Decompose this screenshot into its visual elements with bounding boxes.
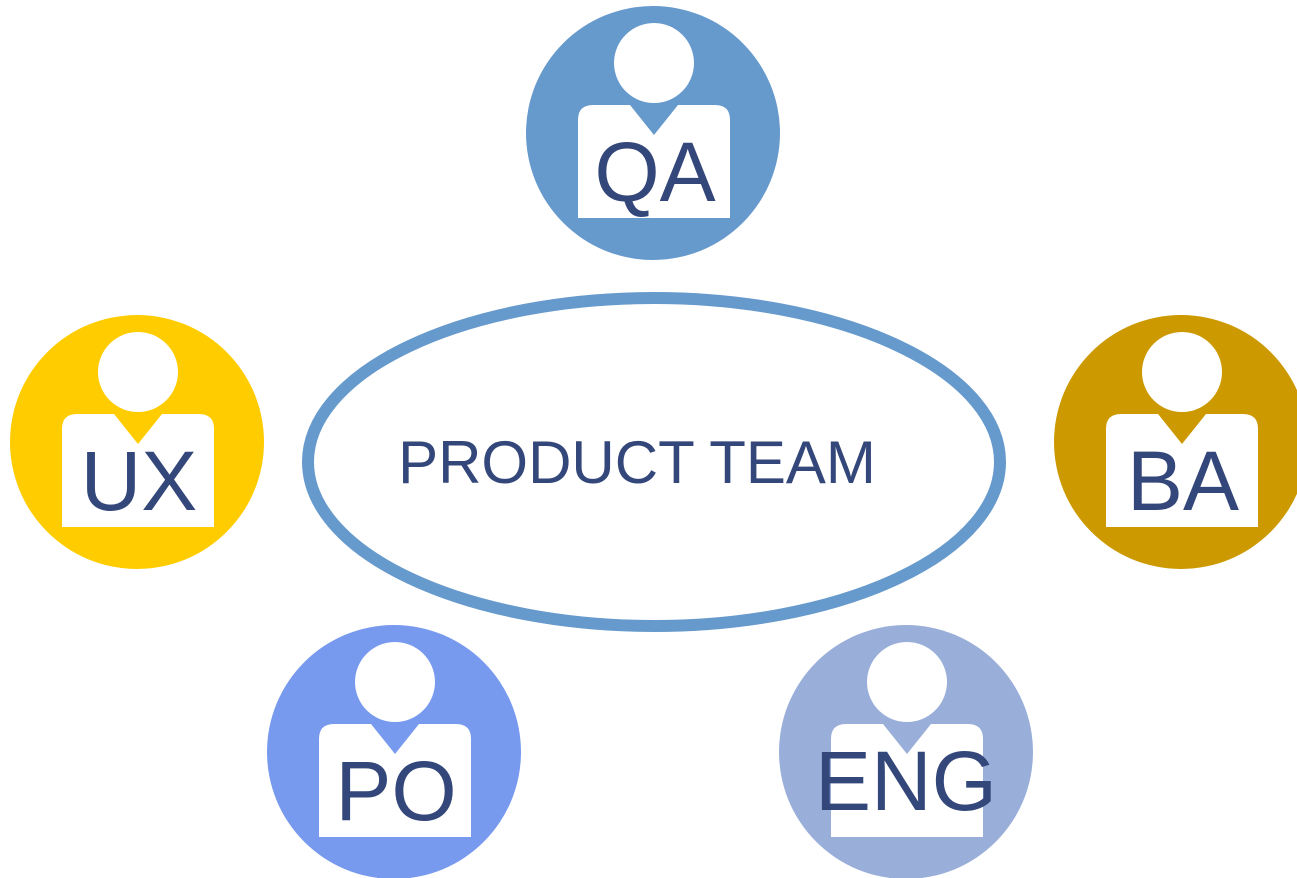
- role-node-eng: ENG: [779, 625, 1033, 878]
- role-node-ba: BA: [1054, 315, 1297, 569]
- person-icon: [1106, 332, 1258, 527]
- person-icon: [578, 23, 730, 218]
- role-node-po: PO: [267, 625, 521, 878]
- role-node-qa: QA: [526, 6, 780, 260]
- role-label-po: PO: [335, 744, 456, 838]
- role-label-ba: BA: [1127, 434, 1239, 528]
- person-icon: [62, 332, 214, 527]
- role-node-ux: UX: [10, 315, 264, 569]
- role-label-ux: UX: [81, 434, 198, 528]
- role-label-eng: ENG: [815, 734, 997, 828]
- product-team-ring: [302, 292, 1006, 632]
- person-icon: [831, 642, 983, 837]
- role-label-qa: QA: [594, 125, 715, 219]
- product-team-node: PRODUCT TEAM: [302, 292, 1006, 632]
- person-icon: [319, 642, 471, 837]
- product-team-label: PRODUCT TEAM: [398, 429, 876, 496]
